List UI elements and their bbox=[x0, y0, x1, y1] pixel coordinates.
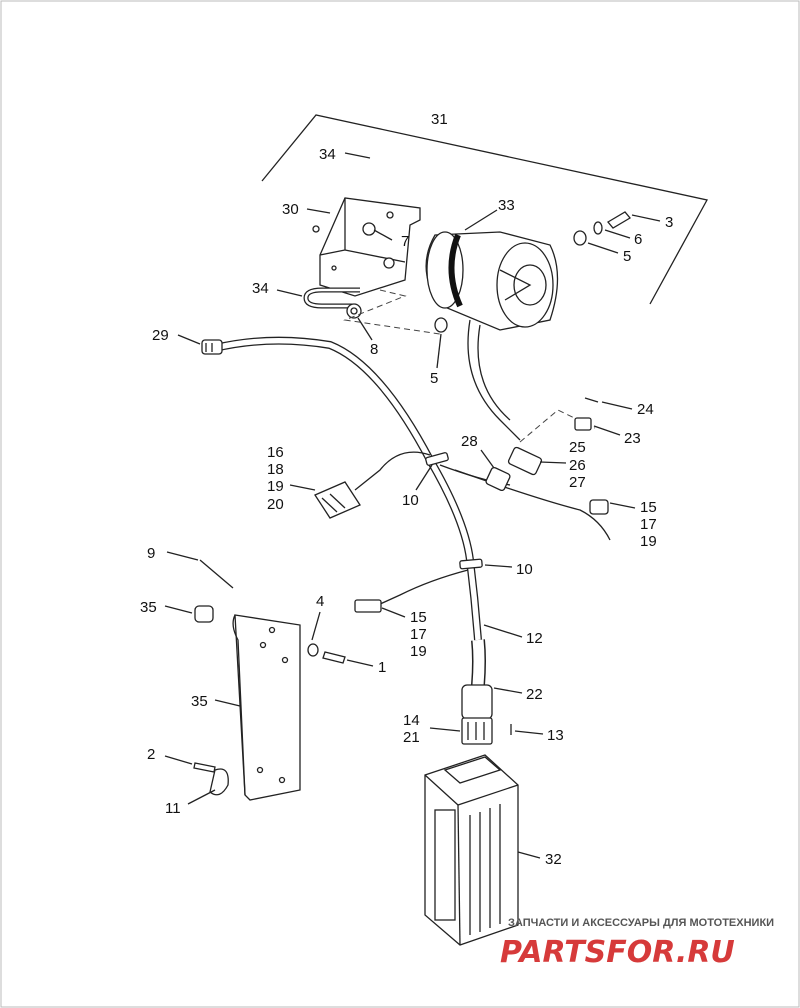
washer-4 bbox=[307, 643, 319, 657]
nut-8 bbox=[346, 303, 362, 319]
callout-24: 24 bbox=[637, 401, 654, 418]
p-clamp-11 bbox=[209, 768, 229, 796]
horn-bracket bbox=[312, 197, 421, 297]
callout-5-bottom: 5 bbox=[430, 370, 438, 387]
washer-5-bottom bbox=[434, 317, 448, 333]
lockwasher-6 bbox=[593, 221, 603, 235]
callout-33: 33 bbox=[498, 197, 515, 214]
callout-9: 9 bbox=[147, 545, 155, 562]
watermark-tagline: ЗАПЧАСТИ И АКСЕССУАРЫ ДЛЯ МОТОТЕХНИКИ bbox=[508, 917, 774, 929]
callout-28: 28 bbox=[461, 433, 478, 450]
callout-3: 3 bbox=[665, 214, 673, 231]
callout-10-upper: 10 bbox=[402, 492, 419, 509]
callout-34-top: 34 bbox=[319, 146, 336, 163]
callout-17-left: 17 bbox=[410, 626, 427, 643]
connector-29 bbox=[201, 339, 223, 355]
alignment-dash-lower bbox=[343, 289, 441, 335]
callout-12: 12 bbox=[526, 630, 543, 647]
callout-30: 30 bbox=[282, 201, 299, 218]
connector-26 bbox=[507, 446, 543, 476]
callout-6: 6 bbox=[634, 231, 642, 248]
callout-27: 27 bbox=[569, 474, 586, 491]
callout-4: 4 bbox=[316, 593, 324, 610]
harness-lower bbox=[461, 639, 493, 745]
connector-25 bbox=[574, 417, 592, 431]
siren-module bbox=[424, 754, 519, 946]
callout-31: 31 bbox=[431, 111, 448, 128]
horn-siren bbox=[425, 231, 559, 331]
horn-wire-a bbox=[467, 319, 521, 441]
watermark-logo: PARTSFOR.RU bbox=[500, 935, 735, 970]
callout-10-lower: 10 bbox=[516, 561, 533, 578]
rubber-grommet-35 bbox=[194, 605, 214, 623]
screw-1 bbox=[322, 651, 346, 664]
callout-26: 26 bbox=[569, 457, 586, 474]
callout-22: 22 bbox=[526, 686, 543, 703]
callout-20: 20 bbox=[267, 496, 284, 513]
callout-16: 16 bbox=[267, 444, 284, 461]
callout-labels: 31 34 30 7 33 3 6 5 34 8 5 29 24 23 25 2… bbox=[140, 111, 673, 868]
leader-lines bbox=[164, 152, 661, 859]
callout-35-top: 35 bbox=[140, 599, 157, 616]
u-bolt-top bbox=[375, 150, 401, 195]
callout-5-top: 5 bbox=[623, 248, 631, 265]
pin-24 bbox=[584, 397, 599, 403]
callout-32: 32 bbox=[545, 851, 562, 868]
callout-17-right: 17 bbox=[640, 516, 657, 533]
callout-19-mid: 19 bbox=[410, 643, 427, 660]
callout-19-right: 19 bbox=[640, 533, 657, 550]
mounting-plate bbox=[232, 614, 301, 801]
cable-strap-10-upper bbox=[425, 452, 449, 466]
callout-29: 29 bbox=[152, 327, 169, 344]
screw-3 bbox=[607, 211, 631, 229]
assembly-bracket-31 bbox=[261, 114, 708, 305]
screw-2 bbox=[193, 762, 216, 773]
connector-16 bbox=[314, 481, 361, 519]
callout-15-left: 15 bbox=[410, 609, 427, 626]
u-bolt-bottom bbox=[303, 287, 360, 309]
connector-15-left bbox=[354, 599, 382, 613]
callout-19-left: 19 bbox=[267, 478, 284, 495]
watermark: ЗАПЧАСТИ И АКСЕССУАРЫ ДЛЯ МОТОТЕХНИКИ PA… bbox=[500, 917, 774, 970]
callout-34-bottom: 34 bbox=[252, 280, 269, 297]
callout-11: 11 bbox=[165, 800, 181, 817]
callout-8: 8 bbox=[370, 341, 378, 358]
callout-35-bottom: 35 bbox=[191, 693, 208, 710]
callout-18: 18 bbox=[267, 461, 284, 478]
connector-15-right bbox=[589, 499, 609, 515]
terminal-28 bbox=[485, 466, 511, 492]
horn-wire-b bbox=[477, 324, 511, 421]
washer-5-top bbox=[573, 230, 587, 246]
callout-14: 14 bbox=[403, 712, 420, 729]
callout-13: 13 bbox=[547, 727, 564, 744]
callout-15-right: 15 bbox=[640, 499, 657, 516]
callout-23: 23 bbox=[624, 430, 641, 447]
callout-21: 21 bbox=[403, 729, 420, 746]
cable-tie-9 bbox=[199, 559, 234, 589]
cable-strap-10-lower bbox=[459, 558, 483, 570]
callout-25: 25 bbox=[569, 439, 586, 456]
callout-7: 7 bbox=[401, 233, 409, 250]
callout-1: 1 bbox=[378, 659, 386, 676]
callout-2: 2 bbox=[147, 746, 155, 763]
